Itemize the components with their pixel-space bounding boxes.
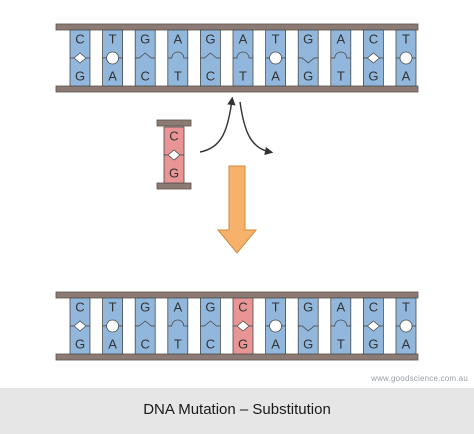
original-base-bottom-8: [330, 51, 352, 87]
remove-arrow: [239, 101, 274, 156]
replacement-backbone-bottom: [156, 182, 192, 190]
original-backbone-bottom: [55, 85, 419, 93]
watermark: www.goodscience.com.au: [371, 374, 468, 383]
mutated-backbone-top: [55, 291, 419, 299]
original-base-bottom-5: [232, 51, 254, 87]
mutated-letter-bottom-7: G: [303, 336, 313, 351]
caption: DNA Mutation – Substitution: [143, 401, 331, 418]
mutated-letter-bottom-2: C: [141, 336, 150, 351]
mutated-letter-bottom-9: G: [368, 336, 378, 351]
original-base-bottom-0: [69, 57, 91, 87]
mutated-base-bottom-2: [134, 320, 156, 355]
original-letter-bottom-10: A: [402, 68, 411, 83]
mutated-letter-top-8: A: [336, 299, 345, 314]
original-letter-top-4: G: [205, 31, 215, 46]
mutated-dna-strand: C G T A G C A T G C C G T A G G A T C G T A: [55, 291, 419, 361]
mutated-letter-bottom-6: A: [271, 336, 280, 351]
replacement-base-bottom: [163, 154, 185, 184]
mutated-letter-top-10: T: [402, 299, 410, 314]
original-letter-top-1: T: [109, 31, 117, 46]
replacement-backbone-top: [156, 119, 192, 127]
original-letter-bottom-3: T: [174, 68, 182, 83]
mutated-base-bottom-7: [297, 325, 319, 355]
original-letter-top-0: C: [75, 31, 84, 46]
mutated-letter-bottom-10: A: [402, 336, 411, 351]
original-letter-bottom-5: T: [239, 68, 247, 83]
insert-arrow: [199, 96, 236, 153]
mutated-backbone-bottom: [55, 353, 419, 361]
mutated-base-bottom-8: [330, 319, 352, 355]
mutated-letter-top-9: C: [369, 299, 378, 314]
mutated-base-bottom-1: [102, 325, 123, 355]
mutated-letter-top-1: T: [109, 299, 117, 314]
swap-arrows: [199, 96, 274, 156]
original-base-bottom-1: [102, 57, 123, 87]
mutated-base-bottom-0: [69, 325, 91, 355]
mutated-letter-top-0: C: [75, 299, 84, 314]
mutated-letter-bottom-8: T: [337, 336, 345, 351]
result-arrow: [216, 165, 258, 254]
original-letter-top-9: C: [369, 31, 378, 46]
down-arrow-icon: [216, 165, 258, 254]
mutated-letter-bottom-3: T: [174, 336, 182, 351]
mutated-base-bottom-9: [363, 325, 384, 355]
mutated-letter-bottom-0: G: [75, 336, 85, 351]
original-letter-bottom-6: A: [271, 68, 280, 83]
original-base-bottom-9: [363, 57, 384, 87]
original-letter-top-10: T: [402, 31, 410, 46]
original-letter-top-7: G: [303, 31, 313, 46]
original-letter-bottom-2: C: [141, 68, 150, 83]
original-backbone-top: [55, 23, 419, 31]
original-letter-bottom-7: G: [303, 68, 313, 83]
replacement-base-pair: CG: [156, 119, 192, 190]
caption-bar: [0, 388, 474, 434]
original-letter-top-2: G: [140, 31, 150, 46]
mutated-letter-bottom-4: C: [206, 336, 215, 351]
mutated-letter-top-5: C: [238, 299, 247, 314]
original-letter-bottom-0: G: [75, 68, 85, 83]
mutated-base-bottom-6: [265, 325, 286, 355]
mutated-base-bottom-3: [167, 319, 189, 355]
mutated-letter-top-3: A: [173, 299, 182, 314]
mutated-letter-top-7: G: [303, 299, 313, 314]
original-base-bottom-10: [395, 57, 417, 87]
original-dna-strand: C G T A G C A T G C A T T A G G A T C G T A: [55, 23, 419, 93]
mutated-letter-bottom-5: G: [238, 336, 248, 351]
original-letter-top-5: A: [239, 31, 248, 46]
mutated-letter-top-2: G: [140, 299, 150, 314]
mutated-base-bottom-10: [395, 325, 417, 355]
original-letter-top-3: A: [173, 31, 182, 46]
original-letter-top-8: A: [336, 31, 345, 46]
mutated-base-bottom-5: [232, 325, 254, 355]
original-letter-top-6: T: [272, 31, 280, 46]
mutated-letter-top-4: G: [205, 299, 215, 314]
replacement-letter-top: C: [169, 128, 178, 143]
original-letter-bottom-4: C: [206, 68, 215, 83]
mutated-base-bottom-4: [200, 320, 221, 355]
mutated-letter-bottom-1: A: [108, 336, 117, 351]
original-letter-bottom-8: T: [337, 68, 345, 83]
original-base-bottom-2: [134, 52, 156, 87]
replacement-letter-bottom: G: [169, 165, 179, 180]
mutated-letter-top-6: T: [272, 299, 280, 314]
original-base-bottom-4: [200, 52, 221, 87]
original-letter-bottom-1: A: [108, 68, 117, 83]
original-letter-bottom-9: G: [368, 68, 378, 83]
original-base-bottom-7: [297, 57, 319, 87]
original-base-bottom-3: [167, 51, 189, 87]
original-base-bottom-6: [265, 57, 286, 87]
